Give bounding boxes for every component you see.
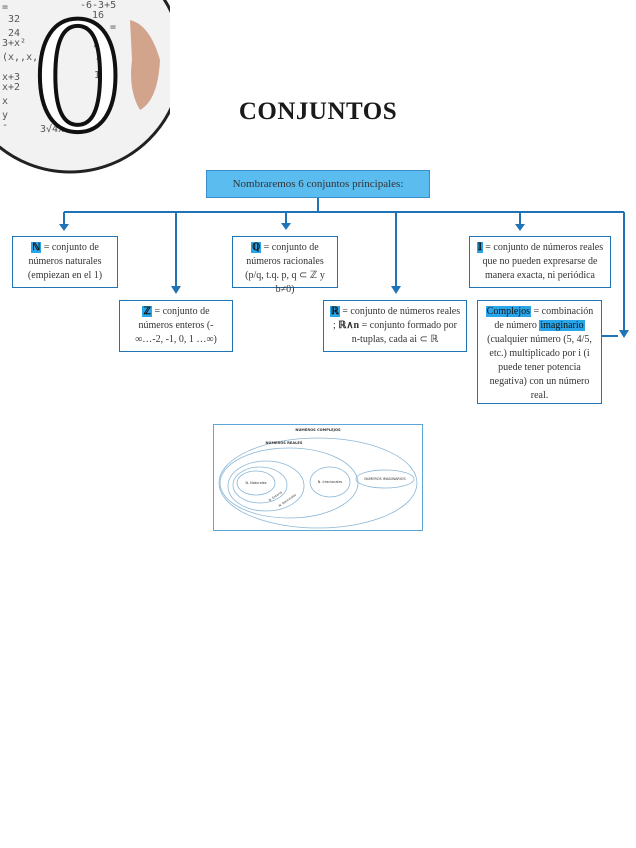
racionales-box: ℚ = conjunto de números racionales (p/q,… (232, 236, 338, 295)
svg-text:(x,,x,): (x,,x,) (2, 52, 44, 63)
svg-text:3+x²: 3+x² (2, 38, 26, 49)
reales-symbol: ℝ (329, 306, 340, 317)
enteros-box: ℤ = conjunto de números enteros (-∞…-2, … (119, 300, 233, 352)
svg-text:16: 16 (94, 70, 106, 81)
number-sets-venn: NÚMEROS COMPLEJOS NÚMEROS REALES N. Natu… (213, 424, 423, 531)
svg-text:16: 16 (100, 92, 112, 103)
irracionales-box: 𝕀 = conjunto de números reales que no pu… (469, 236, 611, 288)
page-title: CONJUNTOS (238, 98, 398, 125)
imaginario-highlight: imaginario (539, 320, 585, 331)
naturales-symbol: ℕ (31, 242, 42, 253)
venn-irracionales-ellipse (309, 466, 351, 498)
svg-text:-: - (2, 120, 8, 131)
venn-reales-ellipse (219, 447, 359, 519)
intro-box: Nombraremos 6 conjuntos principales: (206, 170, 430, 198)
venn-naturales-label: N. Naturales (245, 481, 266, 485)
svg-text:x+3: x+3 (2, 72, 20, 83)
irracionales-text: = conjunto de números reales que no pued… (482, 242, 604, 281)
svg-text:x: x (2, 96, 8, 107)
svg-text:3√4x²-x: 3√4x²-x (40, 123, 82, 135)
venn-racionales-ellipse (227, 460, 305, 512)
svg-text:24: 24 (8, 28, 20, 39)
svg-text:+4: +4 (96, 54, 108, 65)
svg-text:)+1: )+1 (92, 38, 110, 49)
svg-text:=: = (2, 2, 8, 13)
reales-n-symbol: ℝ∧n (338, 320, 360, 331)
complejos-symbol: Complejos (485, 306, 532, 317)
venn-naturales-ellipse (236, 470, 276, 496)
svg-text:16: 16 (92, 10, 104, 21)
venn-imaginarios-label: NÚMEROS IMAGINARIOS (364, 476, 405, 481)
venn-irracionales-label: N. Irracionales (318, 480, 343, 484)
zero-digit-image: 0 (30, 0, 125, 166)
venn-reales-label: NÚMEROS REALES (266, 440, 303, 445)
intro-text: Nombraremos 6 conjuntos principales: (232, 178, 404, 190)
reales-box: ℝ = conjunto de números reales ; ℝ∧n = c… (323, 300, 467, 352)
racionales-symbol: ℚ (251, 242, 262, 253)
racionales-text: = conjunto de números racionales (p/q, t… (245, 242, 325, 295)
svg-text:y: y (2, 110, 8, 121)
naturales-box: ℕ = conjunto de números naturales (empie… (12, 236, 118, 288)
reales-text-a: = conjunto de números reales ; (333, 306, 461, 331)
reales-text-b: = conjunto formado por n-tuplas, cada ai… (351, 320, 457, 345)
svg-text:32: 32 (8, 14, 20, 25)
svg-text:=: = (110, 22, 116, 33)
svg-text:-6-3+5: -6-3+5 (80, 0, 116, 11)
naturales-text: = conjunto de números naturales (empieza… (27, 242, 103, 281)
venn-imaginarios-ellipse (355, 469, 415, 489)
enteros-symbol: ℤ (142, 306, 152, 317)
irracionales-symbol: 𝕀 (476, 242, 483, 253)
venn-enteros-ellipse (232, 466, 288, 504)
complejos-text-a: = combinación de número (494, 306, 594, 331)
venn-complejos-ellipse (218, 437, 418, 529)
venn-complejos-label: NÚMEROS COMPLEJOS (295, 427, 341, 432)
svg-text:x+2: x+2 (2, 82, 20, 93)
enteros-text: = conjunto de números enteros (-∞…-2, -1… (135, 306, 217, 345)
complejos-text-b: (cualquier número (5, 4/5, etc.) multipl… (487, 334, 592, 401)
complejos-box: Complejos = combinación de número imagin… (477, 300, 602, 404)
